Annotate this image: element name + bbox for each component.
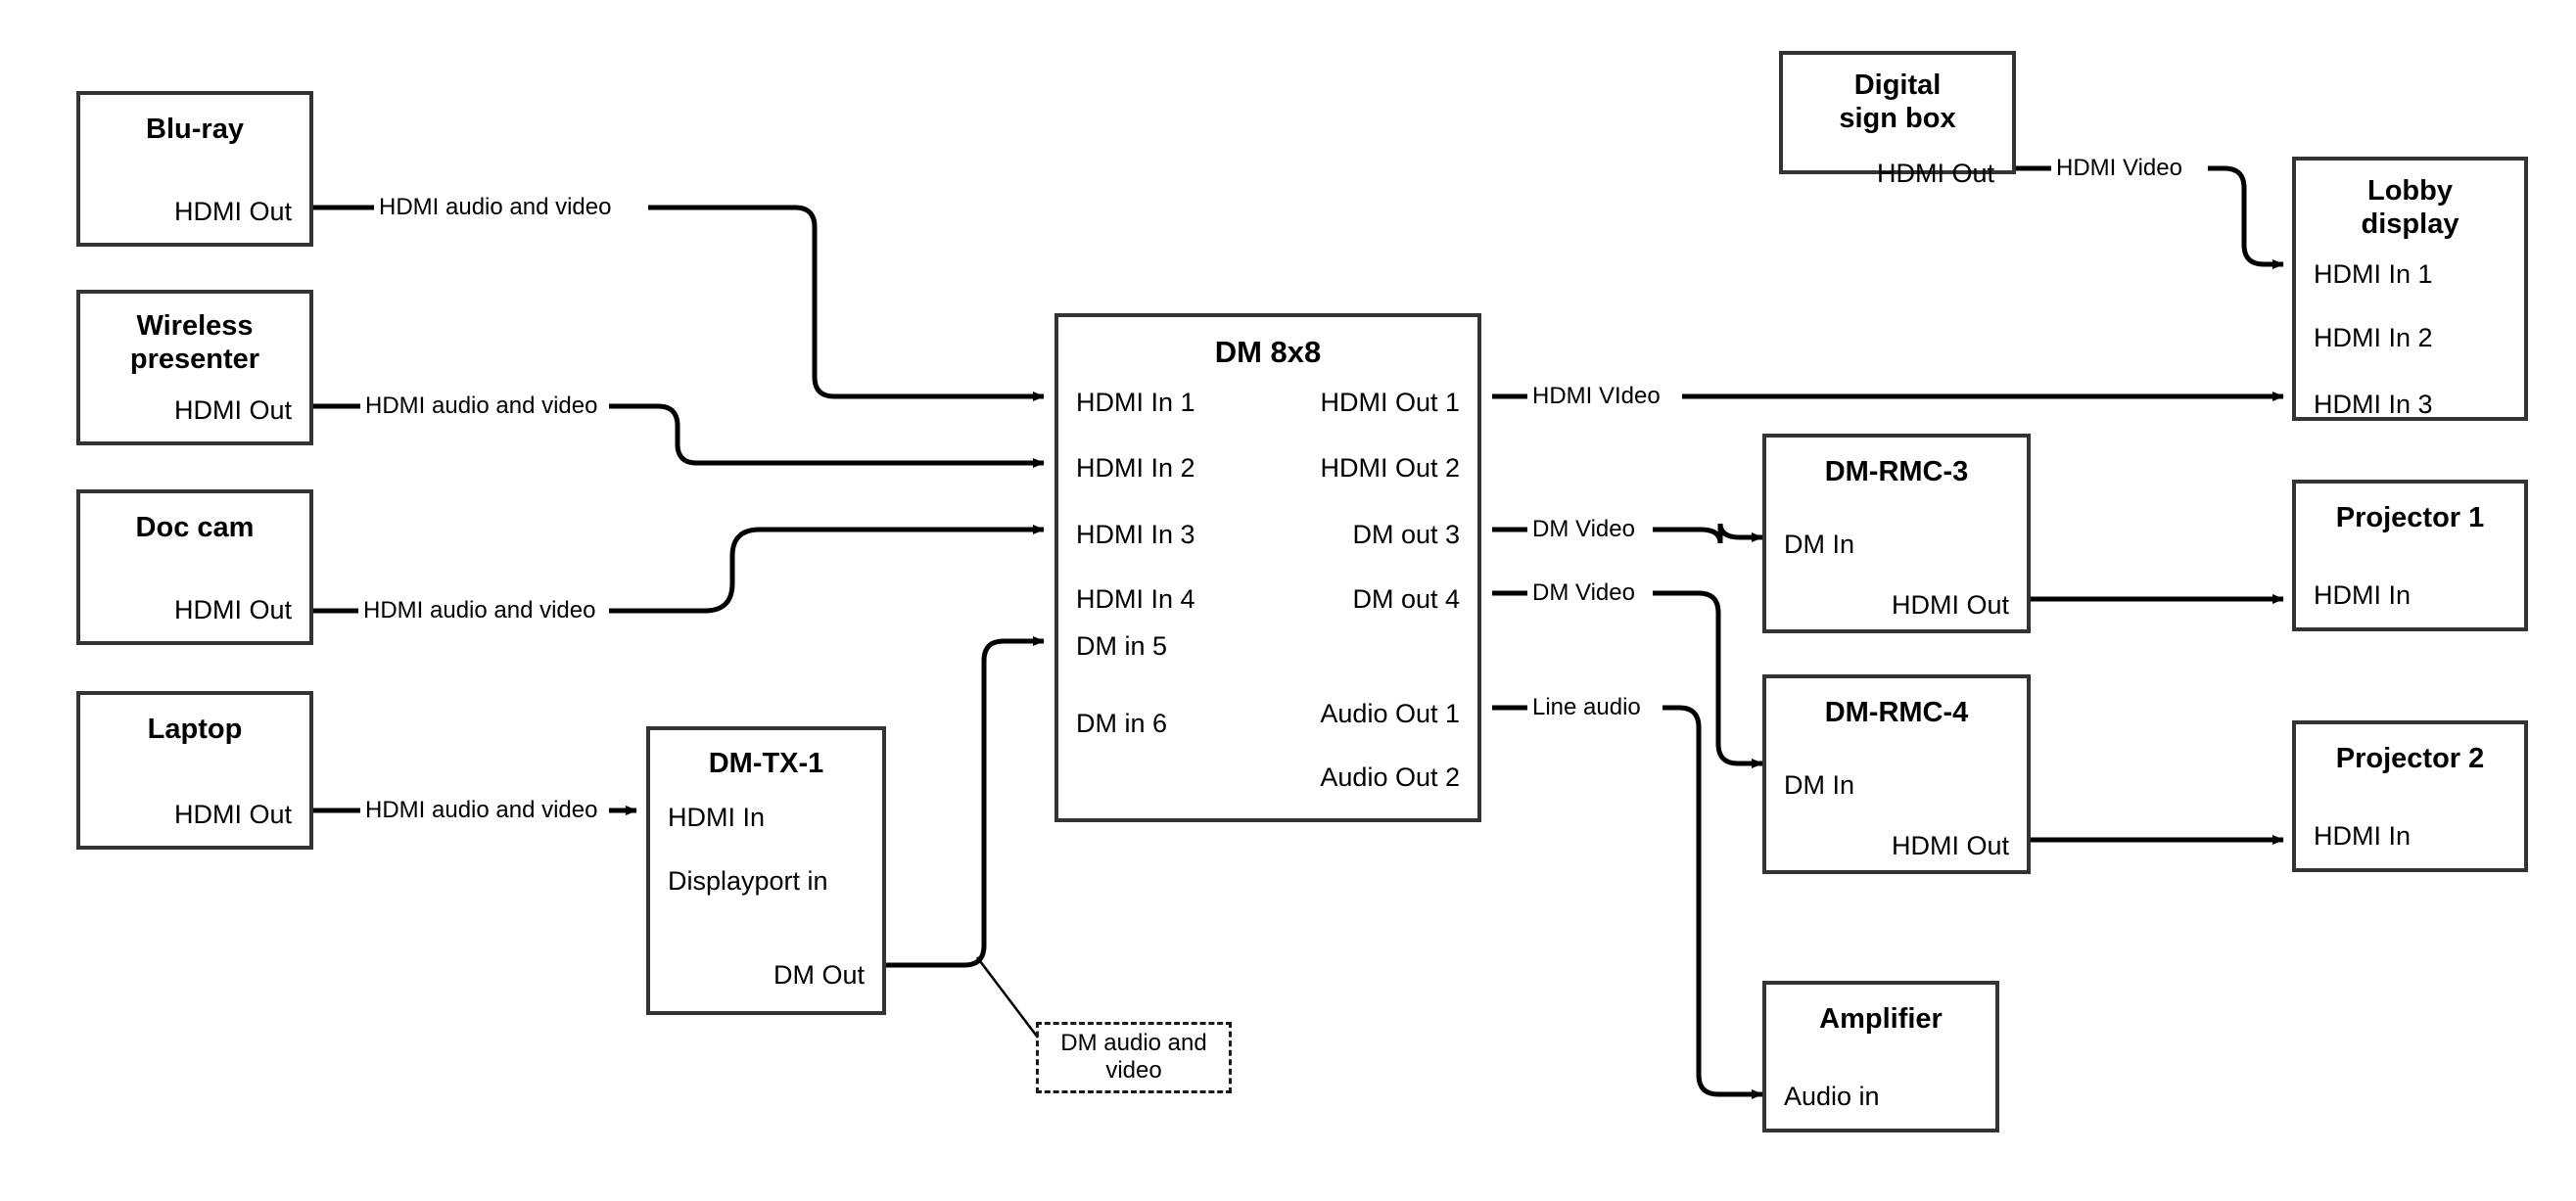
port-hdmi-out: HDMI Out <box>173 197 292 226</box>
port-hdmi-out: HDMI Out <box>1891 831 2009 860</box>
node-title: Blu-ray <box>146 114 244 145</box>
node-laptop[interactable]: Laptop HDMI Out <box>76 691 313 850</box>
node-title: DM-RMC-3 <box>1824 456 1969 487</box>
port-dm-out-4: DM out 4 <box>1352 584 1460 614</box>
node-amplifier[interactable]: Amplifier Audio in <box>1762 981 1999 1132</box>
node-projector-2[interactable]: Projector 2 HDMI In <box>2292 720 2528 872</box>
wire-label-blu-ray-to-in1: HDMI audio and video <box>374 196 617 219</box>
node-title: Projector 1 <box>2335 502 2485 533</box>
port-hdmi-out: HDMI Out <box>173 595 292 624</box>
wire-blu-ray-to-in1 <box>313 205 1044 396</box>
node-dm-tx-1[interactable]: DM-TX-1 HDMI In Displayport in DM Out <box>646 726 886 1015</box>
wire-label-doccam-to-in3: HDMI audio and video <box>358 599 601 623</box>
port-hdmi-out: HDMI Out <box>173 395 292 425</box>
node-dm-rmc-4[interactable]: DM-RMC-4 DM In HDMI Out <box>1762 674 2031 874</box>
node-projector-1[interactable]: Projector 1 HDMI In <box>2292 480 2528 631</box>
port-audio-out-1: Audio Out 1 <box>1320 699 1460 728</box>
port-dm-in-6: DM in 6 <box>1076 709 1168 738</box>
wire-label-hdmiout1-to-lobby3: HDMI VIdeo <box>1527 385 1665 408</box>
node-wireless-presenter[interactable]: Wireless presenter HDMI Out <box>76 290 313 445</box>
wire-dmout4-to-rmc4 <box>1492 590 1762 763</box>
node-dm-rmc-3[interactable]: DM-RMC-3 DM In HDMI Out <box>1762 434 2031 633</box>
note-dm-audio-and-video: DM audio and video <box>1036 1022 1232 1093</box>
port-dm-in: DM In <box>1784 770 1855 800</box>
wire-label-audioout1-to-amp: Line audio <box>1527 696 1646 719</box>
port-hdmi-out-2: HDMI Out 2 <box>1320 453 1460 483</box>
port-hdmi-in-1: HDMI In 1 <box>2314 259 2433 289</box>
wire-label-dmout3-to-rmc3: DM Video <box>1527 518 1640 541</box>
port-hdmi-out: HDMI Out <box>1891 590 2009 620</box>
node-title: Digital sign box <box>1839 69 1956 135</box>
port-hdmi-in-1: HDMI In 1 <box>1076 388 1195 417</box>
node-title: Projector 2 <box>2335 743 2485 774</box>
wire-label-wireless-to-in2: HDMI audio and video <box>360 394 603 418</box>
node-dm-8x8[interactable]: DM 8x8 HDMI In 1 HDMI In 2 HDMI In 3 HDM… <box>1054 313 1481 822</box>
port-hdmi-out: HDMI Out <box>173 800 292 829</box>
node-title: Doc cam <box>135 512 255 543</box>
port-hdmi-in: HDMI In <box>668 803 766 832</box>
node-title: DM-RMC-4 <box>1824 697 1969 728</box>
node-title: DM 8x8 <box>1214 335 1322 369</box>
node-title: DM-TX-1 <box>708 748 824 779</box>
wire-label-sign-to-lobby1: HDMI Video <box>2051 157 2187 180</box>
wire-label-dmout4-to-rmc4: DM Video <box>1527 581 1640 605</box>
port-dm-out: DM Out <box>773 960 865 990</box>
port-dm-out-3: DM out 3 <box>1352 520 1460 549</box>
port-displayport-in: Displayport in <box>668 866 828 896</box>
port-audio-out-2: Audio Out 2 <box>1320 762 1460 792</box>
node-lobby-display[interactable]: Lobby display HDMI In 1 HDMI In 2 HDMI I… <box>2292 157 2528 421</box>
node-digital-sign-box[interactable]: Digital sign box HDMI Out <box>1779 51 2016 187</box>
node-title: Lobby display <box>2361 175 2459 241</box>
port-hdmi-out-1: HDMI Out 1 <box>1320 388 1460 417</box>
port-hdmi-in-2: HDMI In 2 <box>1076 453 1195 483</box>
node-doc-cam[interactable]: Doc cam HDMI Out <box>76 489 313 645</box>
wire-audioout1-to-amp <box>1492 705 1762 1094</box>
wire-tx-to-dmin5 <box>886 636 1045 968</box>
node-title: Amplifier <box>1819 1003 1943 1035</box>
wire-tx-note-leader <box>976 956 1039 1039</box>
port-hdmi-in: HDMI In <box>2314 821 2412 851</box>
wire-sign-to-lobby1 <box>2016 165 2283 264</box>
wire-label-laptop-to-tx: HDMI audio and video <box>360 799 603 822</box>
port-dm-in-5: DM in 5 <box>1076 631 1168 661</box>
port-hdmi-out: HDMI Out <box>1876 159 1994 188</box>
port-hdmi-in-3: HDMI In 3 <box>1076 520 1195 549</box>
note-text: DM audio and video <box>1060 1029 1207 1085</box>
port-hdmi-in: HDMI In <box>2314 580 2412 610</box>
port-hdmi-in-4: HDMI In 4 <box>1076 584 1195 614</box>
node-title: Laptop <box>147 714 243 745</box>
port-audio-in: Audio in <box>1784 1082 1880 1111</box>
port-dm-in: DM In <box>1784 530 1855 559</box>
node-blu-ray[interactable]: Blu-ray HDMI Out <box>76 91 313 247</box>
port-hdmi-in-3: HDMI In 3 <box>2314 390 2433 419</box>
port-hdmi-in-2: HDMI In 2 <box>2314 323 2433 352</box>
node-title: Wireless presenter <box>129 310 260 376</box>
